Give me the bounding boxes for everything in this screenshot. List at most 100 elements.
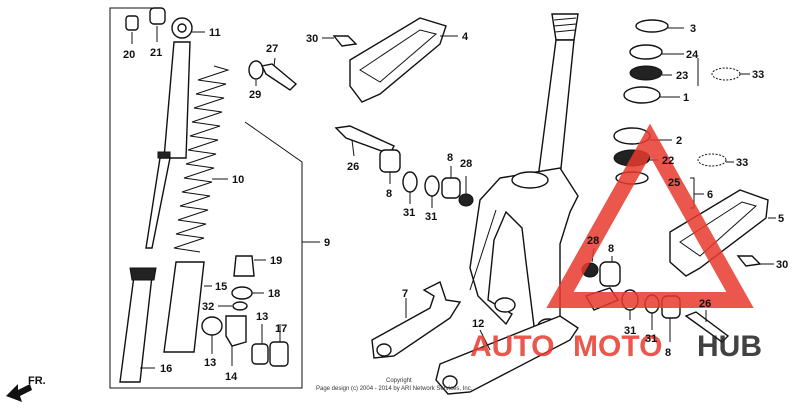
callout-labels: 20 21 11 10 9 19 15 18 32 13 13 17 14 16… bbox=[123, 23, 788, 383]
callout-33-top: 33 bbox=[752, 69, 764, 81]
copyright-line-1: Copyright bbox=[386, 378, 412, 384]
fork-cover-5[interactable] bbox=[669, 189, 769, 277]
callout-21: 21 bbox=[150, 47, 162, 59]
balls-33-top[interactable] bbox=[711, 67, 741, 81]
race-1[interactable] bbox=[623, 86, 661, 104]
callout-20: 20 bbox=[123, 49, 135, 61]
race-24[interactable] bbox=[629, 44, 663, 60]
collar-part-20[interactable] bbox=[125, 15, 139, 31]
stem-threads bbox=[553, 17, 577, 33]
fork-leg-assembly bbox=[109, 7, 320, 389]
ring-31a[interactable] bbox=[402, 171, 418, 193]
bushing-13-right[interactable] bbox=[251, 343, 269, 365]
callout-11: 11 bbox=[209, 27, 221, 39]
callout-15: 15 bbox=[215, 281, 227, 293]
watermark-text-hub: HUB bbox=[697, 330, 762, 363]
bolt-30-right[interactable] bbox=[736, 255, 762, 267]
callout-19: 19 bbox=[270, 255, 282, 267]
callout-8b: 8 bbox=[447, 152, 453, 164]
callout-24: 24 bbox=[686, 49, 699, 61]
callout-13-right: 13 bbox=[256, 311, 268, 323]
callout-26-right: 26 bbox=[699, 298, 711, 310]
fork-cover-4[interactable] bbox=[349, 17, 447, 103]
nut-32[interactable] bbox=[232, 301, 248, 311]
bearing-23[interactable] bbox=[629, 65, 663, 81]
slider-cap bbox=[129, 267, 157, 281]
axle-holder-14[interactable] bbox=[225, 315, 247, 347]
watermark-logo: AUTO MOTO HUB bbox=[470, 123, 762, 363]
arm-7[interactable] bbox=[371, 281, 462, 359]
center-parts bbox=[322, 17, 474, 208]
watermark-triangle bbox=[546, 123, 754, 308]
arm-12[interactable] bbox=[435, 315, 579, 395]
callout-13-left: 13 bbox=[204, 357, 216, 369]
fork-pipe-collar bbox=[157, 151, 171, 159]
bushing-8b[interactable] bbox=[441, 177, 461, 199]
bushing-13-left[interactable] bbox=[201, 316, 223, 336]
bushing-8c[interactable] bbox=[599, 261, 621, 287]
ring-31b[interactable] bbox=[424, 175, 440, 197]
leader-12 bbox=[479, 329, 491, 351]
callout-12: 12 bbox=[472, 318, 484, 330]
callout-8a: 8 bbox=[386, 188, 392, 200]
callout-31a: 31 bbox=[403, 207, 415, 219]
callout-14: 14 bbox=[225, 371, 238, 383]
stem-base-ring bbox=[511, 171, 549, 189]
watermark-text-moto: MOTO bbox=[573, 330, 662, 363]
fork-cap-19[interactable] bbox=[233, 255, 255, 277]
callout-31b: 31 bbox=[425, 211, 437, 223]
bushing-part-21[interactable] bbox=[149, 7, 166, 25]
callout-2: 2 bbox=[676, 135, 682, 147]
fork-pivot-left bbox=[494, 297, 516, 313]
steering-stem-shaft[interactable] bbox=[537, 39, 575, 179]
fork-pipe-upper-11[interactable] bbox=[163, 41, 191, 159]
callout-5: 5 bbox=[778, 213, 784, 225]
link-arms bbox=[371, 281, 579, 395]
callout-25: 25 bbox=[668, 177, 680, 189]
callout-22: 22 bbox=[662, 155, 674, 167]
fork-tube-15[interactable] bbox=[163, 261, 205, 353]
callout-33-bottom: 33 bbox=[736, 157, 748, 169]
collar-17[interactable] bbox=[269, 341, 289, 367]
copyright-line-2: Page design (c) 2004 - 2014 by ARI Netwo… bbox=[316, 386, 473, 392]
callout-8c: 8 bbox=[608, 243, 614, 255]
fork-body[interactable] bbox=[469, 167, 579, 333]
damper-rod[interactable] bbox=[145, 157, 171, 249]
assembly-bracket-9 bbox=[109, 7, 303, 389]
washer-18[interactable] bbox=[231, 286, 253, 300]
callout-30-top: 30 bbox=[306, 33, 318, 45]
callout-29: 29 bbox=[249, 89, 261, 101]
callout-4: 4 bbox=[462, 31, 469, 43]
callout-31d: 31 bbox=[645, 333, 657, 345]
callout-28b: 28 bbox=[587, 235, 599, 247]
fork-pipe-eye-hole bbox=[177, 23, 187, 33]
lock-nut-3[interactable] bbox=[635, 19, 669, 33]
fork-spring-10[interactable] bbox=[173, 65, 230, 253]
arm-12-hole bbox=[442, 375, 458, 389]
balls-33-bottom[interactable] bbox=[697, 153, 727, 167]
copyright-block: Copyright Page design (c) 2004 - 2014 by… bbox=[316, 378, 473, 392]
bolt-30-top[interactable] bbox=[332, 35, 358, 47]
steering-stem-assembly bbox=[469, 13, 620, 334]
front-direction-label: FR. bbox=[28, 375, 46, 387]
bushing-8a[interactable] bbox=[379, 149, 401, 173]
right-cover bbox=[669, 189, 776, 277]
callout-30-right: 30 bbox=[776, 259, 788, 271]
callout-23: 23 bbox=[676, 70, 688, 82]
callout-18: 18 bbox=[268, 288, 280, 300]
leader-27 bbox=[273, 57, 276, 67]
callout-26-top: 26 bbox=[347, 161, 359, 173]
nut-28a[interactable] bbox=[458, 193, 474, 207]
watermark-text-auto: AUTO bbox=[470, 330, 554, 363]
bolt-27[interactable] bbox=[260, 63, 298, 91]
front-direction-indicator: FR. bbox=[6, 375, 46, 402]
callout-1: 1 bbox=[683, 92, 689, 104]
front-arrow-icon bbox=[6, 384, 32, 402]
washer-29[interactable] bbox=[248, 60, 264, 80]
callout-8d: 8 bbox=[665, 347, 671, 359]
bolt-26-right[interactable] bbox=[684, 311, 730, 343]
callout-32: 32 bbox=[202, 301, 214, 313]
arm-7-hole bbox=[376, 343, 392, 357]
fork-slider-16[interactable] bbox=[119, 275, 153, 383]
